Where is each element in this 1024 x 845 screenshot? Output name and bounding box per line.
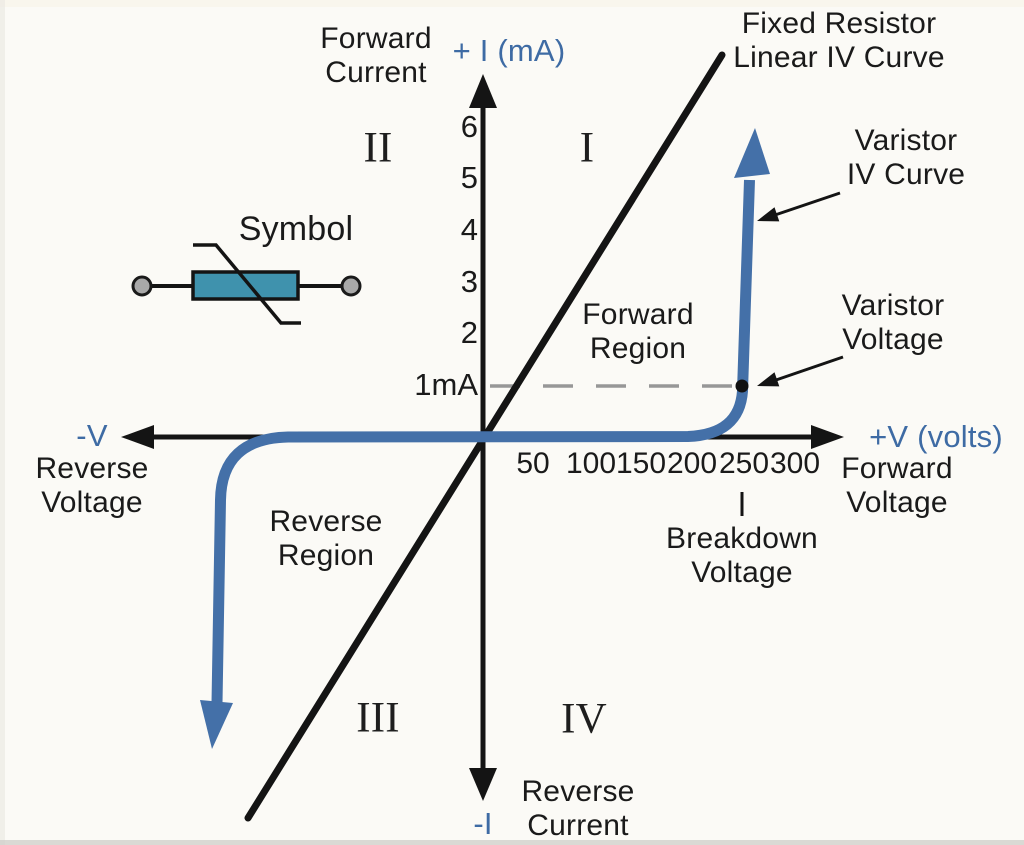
quadrant-iv-label: IV <box>561 695 607 743</box>
quadrant-ii-label: II <box>363 124 393 172</box>
x-tick-300: 300 <box>769 447 821 480</box>
y-axis-positive-label: + I (mA) <box>452 33 566 68</box>
forward-voltage-label: Forward Voltage <box>841 452 953 519</box>
reverse-region-label: Reverse Region <box>269 505 383 572</box>
x-tick-50: 50 <box>516 447 550 480</box>
y-tick-6: 6 <box>460 109 478 144</box>
x-tick-250: 250 <box>718 447 770 480</box>
y-tick-3: 3 <box>460 264 478 299</box>
y-tick-5: 5 <box>460 160 478 195</box>
quadrant-iii-label: III <box>356 694 400 742</box>
symbol-strike-line <box>193 243 301 325</box>
varistor-voltage-point <box>735 379 749 393</box>
varistor-symbol <box>131 243 362 325</box>
varistor-curve-pointer-arrow <box>757 191 841 222</box>
varistor-curve <box>200 128 770 749</box>
varistor-curve-down-arrowhead <box>200 700 233 749</box>
x-axis-negative-label: -V <box>76 418 108 453</box>
forward-current-label: Forward Current <box>320 22 432 89</box>
y-tick-4: 4 <box>460 212 478 247</box>
x-tick-150: 150 <box>615 447 667 480</box>
y-axis-negative-label: -I <box>473 806 493 841</box>
forward-region-label: Forward Region <box>582 298 694 365</box>
y-tick-2: 2 <box>460 315 478 350</box>
varistor-curve-up-arrowhead <box>734 128 770 178</box>
varistor-voltage-pointer-arrow <box>757 355 844 387</box>
x-tick-200: 200 <box>666 447 718 480</box>
y-axis-bottom-arrowhead <box>469 768 497 801</box>
symbol-right-terminal <box>340 275 362 297</box>
varistor-voltage-label: Varistor Voltage <box>841 289 945 356</box>
fixed-resistor-label: Fixed Resistor Linear IV Curve <box>733 7 945 74</box>
varistor-curve-label: Varistor IV Curve <box>846 124 966 191</box>
x-axis-right-arrowhead <box>811 425 844 449</box>
x-axis-left-arrowhead <box>121 425 154 449</box>
breakdown-voltage-label: Breakdown Voltage <box>666 522 818 589</box>
symbol-body <box>191 270 300 301</box>
reverse-current-label: Reverse Current <box>521 775 635 842</box>
y-tick-1ma: 1mA <box>414 367 478 402</box>
y-axis-top-arrowhead <box>469 74 497 108</box>
x-axis-positive-label: +V (volts) <box>869 419 1003 454</box>
symbol-label: Symbol <box>238 210 354 248</box>
x-tick-100: 100 <box>565 447 617 480</box>
quadrant-i-label: I <box>579 124 595 172</box>
symbol-left-terminal <box>131 275 153 297</box>
reverse-voltage-label: Reverse Voltage <box>35 452 149 519</box>
